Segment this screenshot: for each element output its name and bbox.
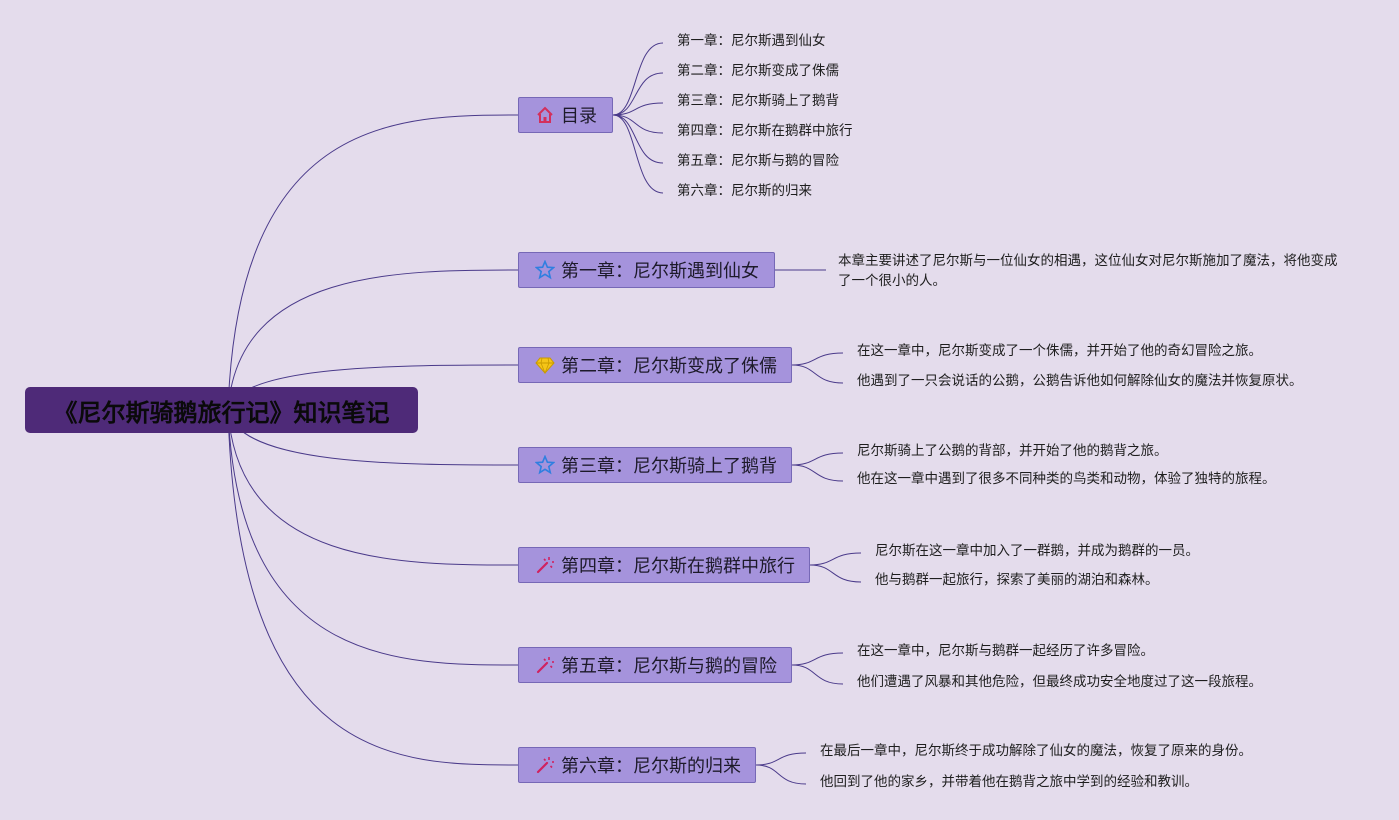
leaf-topic[interactable]: 尼尔斯骑上了公鹅的背部，并开始了他的鹅背之旅。 <box>857 443 1168 459</box>
branch-topic[interactable]: 第五章：尼尔斯与鹅的冒险 <box>518 647 792 683</box>
magic-wand-icon <box>535 755 555 775</box>
connector-line <box>227 409 519 766</box>
root-topic[interactable]: 《尼尔斯骑鹅旅行记》知识笔记 <box>25 387 418 433</box>
leaf-topic[interactable]: 他在这一章中遇到了很多不同种类的鸟类和动物，体验了独特的旅程。 <box>857 471 1276 487</box>
connector-line <box>809 564 862 583</box>
leaf-topic[interactable]: 他与鹅群一起旅行，探索了美丽的湖泊和森林。 <box>875 572 1159 588</box>
connector-line <box>612 72 664 116</box>
connector-line <box>791 464 844 482</box>
connector-line <box>791 652 844 666</box>
branch-topic[interactable]: 第二章：尼尔斯变成了侏儒 <box>518 347 792 383</box>
branch-topic[interactable]: 第一章：尼尔斯遇到仙女 <box>518 252 775 288</box>
leaf-topic[interactable]: 第三章：尼尔斯骑上了鹅背 <box>677 93 839 109</box>
connector-line <box>227 409 519 566</box>
connector-line <box>612 114 664 194</box>
connector-line <box>791 452 844 466</box>
branch-label: 目录 <box>561 106 597 127</box>
leaf-topic[interactable]: 在这一章中，尼尔斯与鹅群一起经历了许多冒险。 <box>857 643 1154 659</box>
connector-line <box>612 42 664 116</box>
connector-line <box>227 409 519 666</box>
root-title: 《尼尔斯骑鹅旅行记》知识笔记 <box>53 398 390 427</box>
connector-line <box>755 752 807 766</box>
connector-line <box>791 352 844 366</box>
leaf-topic[interactable]: 第二章：尼尔斯变成了侏儒 <box>677 63 839 79</box>
star-icon <box>535 455 555 475</box>
leaf-topic[interactable]: 第五章：尼尔斯与鹅的冒险 <box>677 153 839 169</box>
connector-line <box>612 114 664 164</box>
leaf-topic[interactable]: 他遇到了一只会说话的公鹅，公鹅告诉他如何解除仙女的魔法并恢复原状。 <box>857 373 1303 389</box>
branch-label: 第五章：尼尔斯与鹅的冒险 <box>561 656 777 677</box>
branch-label: 第二章：尼尔斯变成了侏儒 <box>561 356 777 377</box>
house-icon <box>535 105 555 125</box>
connector-line <box>612 102 664 116</box>
branch-label: 第三章：尼尔斯骑上了鹅背 <box>561 456 777 477</box>
leaf-topic[interactable]: 第一章：尼尔斯遇到仙女 <box>677 33 826 49</box>
magic-wand-icon <box>535 655 555 675</box>
leaf-topic[interactable]: 第四章：尼尔斯在鹅群中旅行 <box>677 123 853 139</box>
diamond-icon <box>535 355 555 375</box>
leaf-topic[interactable]: 本章主要讲述了尼尔斯与一位仙女的相遇，这位仙女对尼尔斯施加了魔法，将他变成了一个… <box>838 253 1338 289</box>
branch-topic[interactable]: 第四章：尼尔斯在鹅群中旅行 <box>518 547 810 583</box>
leaf-topic[interactable]: 在这一章中，尼尔斯变成了一个侏儒，并开始了他的奇幻冒险之旅。 <box>857 343 1262 359</box>
connector-line <box>227 114 519 411</box>
connector-line <box>809 552 862 566</box>
connector-line <box>755 764 807 785</box>
magic-wand-icon <box>535 555 555 575</box>
leaf-topic[interactable]: 在最后一章中，尼尔斯终于成功解除了仙女的魔法，恢复了原来的身份。 <box>820 743 1252 759</box>
branch-topic[interactable]: 第三章：尼尔斯骑上了鹅背 <box>518 447 792 483</box>
leaf-topic[interactable]: 第六章：尼尔斯的归来 <box>677 183 812 199</box>
branch-label: 第一章：尼尔斯遇到仙女 <box>561 261 759 282</box>
leaf-topic[interactable]: 尼尔斯在这一章中加入了一群鹅，并成为鹅群的一员。 <box>875 543 1199 559</box>
leaf-topic[interactable]: 他回到了他的家乡，并带着他在鹅背之旅中学到的经验和教训。 <box>820 774 1198 790</box>
leaf-topic[interactable]: 他们遭遇了风暴和其他危险，但最终成功安全地度过了这一段旅程。 <box>857 674 1262 690</box>
branch-topic[interactable]: 第六章：尼尔斯的归来 <box>518 747 756 783</box>
branch-topic[interactable]: 目录 <box>518 97 613 133</box>
connector-line <box>791 664 844 685</box>
connector-line <box>791 364 844 384</box>
branch-label: 第六章：尼尔斯的归来 <box>561 756 741 777</box>
branch-label: 第四章：尼尔斯在鹅群中旅行 <box>561 556 795 577</box>
connector-line <box>227 269 519 411</box>
connector-line <box>612 114 664 134</box>
star-icon <box>535 260 555 280</box>
